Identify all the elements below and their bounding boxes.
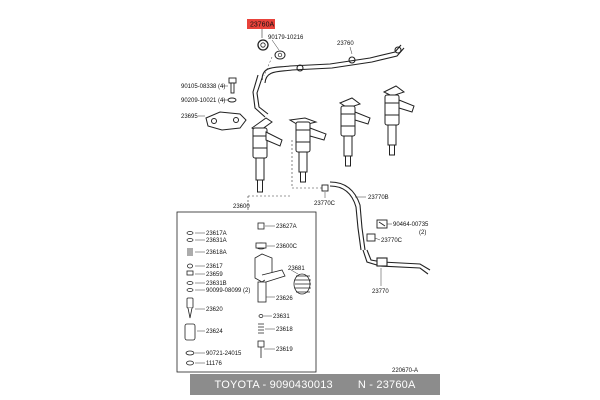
hose-23770B: [329, 181, 366, 251]
label-23760[interactable]: 23760: [337, 41, 354, 47]
label-23631[interactable]: 23631: [273, 314, 290, 320]
label-23631A[interactable]: 23631A: [206, 238, 227, 244]
assembly-box-23600: [176, 211, 317, 373]
clamp-90464: [376, 219, 388, 229]
label-90179-10216[interactable]: 90179-10216: [268, 35, 304, 41]
nut-90179: [274, 50, 286, 60]
label-23624[interactable]: 23624: [206, 329, 223, 335]
right-leaders: [264, 225, 299, 350]
label-23617A[interactable]: 23617A: [206, 231, 227, 237]
left-leaders: [195, 232, 205, 364]
label-23626[interactable]: 23626: [276, 296, 293, 302]
label-23760A[interactable]: 23760A: [250, 22, 274, 29]
label-90464-00735[interactable]: 90464-00735: [393, 222, 429, 228]
label-90464-qty[interactable]: (2): [419, 230, 426, 236]
label-90721-24015[interactable]: 90721-24015: [206, 351, 242, 357]
label-23617[interactable]: 23617: [206, 264, 223, 270]
part-number-footer: TOYOTA - 9090430013 N - 23760A: [190, 374, 440, 395]
label-23600[interactable]: 23600: [233, 204, 250, 210]
label-23619[interactable]: 23619: [276, 347, 293, 353]
pipe-23770: [362, 249, 431, 275]
label-23770B[interactable]: 23770B: [368, 195, 389, 201]
label-23770C-top[interactable]: 23770C: [314, 201, 336, 207]
label-23631B[interactable]: 23631B: [206, 281, 227, 287]
exploded-parts-right: [254, 222, 311, 358]
injector-4: [382, 85, 415, 156]
label-11176[interactable]: 11176: [206, 361, 222, 367]
label-23627A[interactable]: 23627A: [276, 224, 297, 230]
highlight-label-box: [247, 19, 275, 29]
footer-part-text: TOYOTA - 9090430013: [214, 378, 333, 391]
injector-1: [251, 117, 283, 193]
return-pipe-23760: [252, 44, 405, 118]
label-90209-10021[interactable]: 90209-10021 (4): [181, 98, 225, 104]
label-23620[interactable]: 23620: [206, 307, 223, 313]
gasket-23760A: [257, 39, 269, 51]
label-23618[interactable]: 23618: [276, 327, 293, 333]
label-23770C-mid[interactable]: 23770C: [381, 238, 403, 244]
injector-2: [288, 117, 327, 183]
clamp-23695: [205, 111, 247, 131]
footer-ref-text: N - 23760A: [357, 378, 416, 391]
label-23770[interactable]: 23770: [372, 289, 389, 295]
clip-23770C-mid: [366, 233, 376, 242]
label-23659[interactable]: 23659: [206, 272, 223, 278]
bolt-90105: [227, 77, 237, 103]
label-23695[interactable]: 23695: [181, 114, 198, 120]
label-23618A[interactable]: 23618A: [206, 250, 227, 256]
exploded-parts-left: [184, 231, 196, 366]
injector-3: [338, 97, 371, 167]
label-90105-08338[interactable]: 90105-08338 (4): [181, 84, 225, 90]
label-90099-08099[interactable]: 90099-08099 (2): [206, 288, 250, 294]
label-23600C[interactable]: 23600C: [276, 244, 298, 250]
label-23681[interactable]: 23681: [288, 266, 305, 272]
diagram-code: 220670-A: [392, 368, 418, 374]
clip-23770C-top: [321, 184, 329, 192]
